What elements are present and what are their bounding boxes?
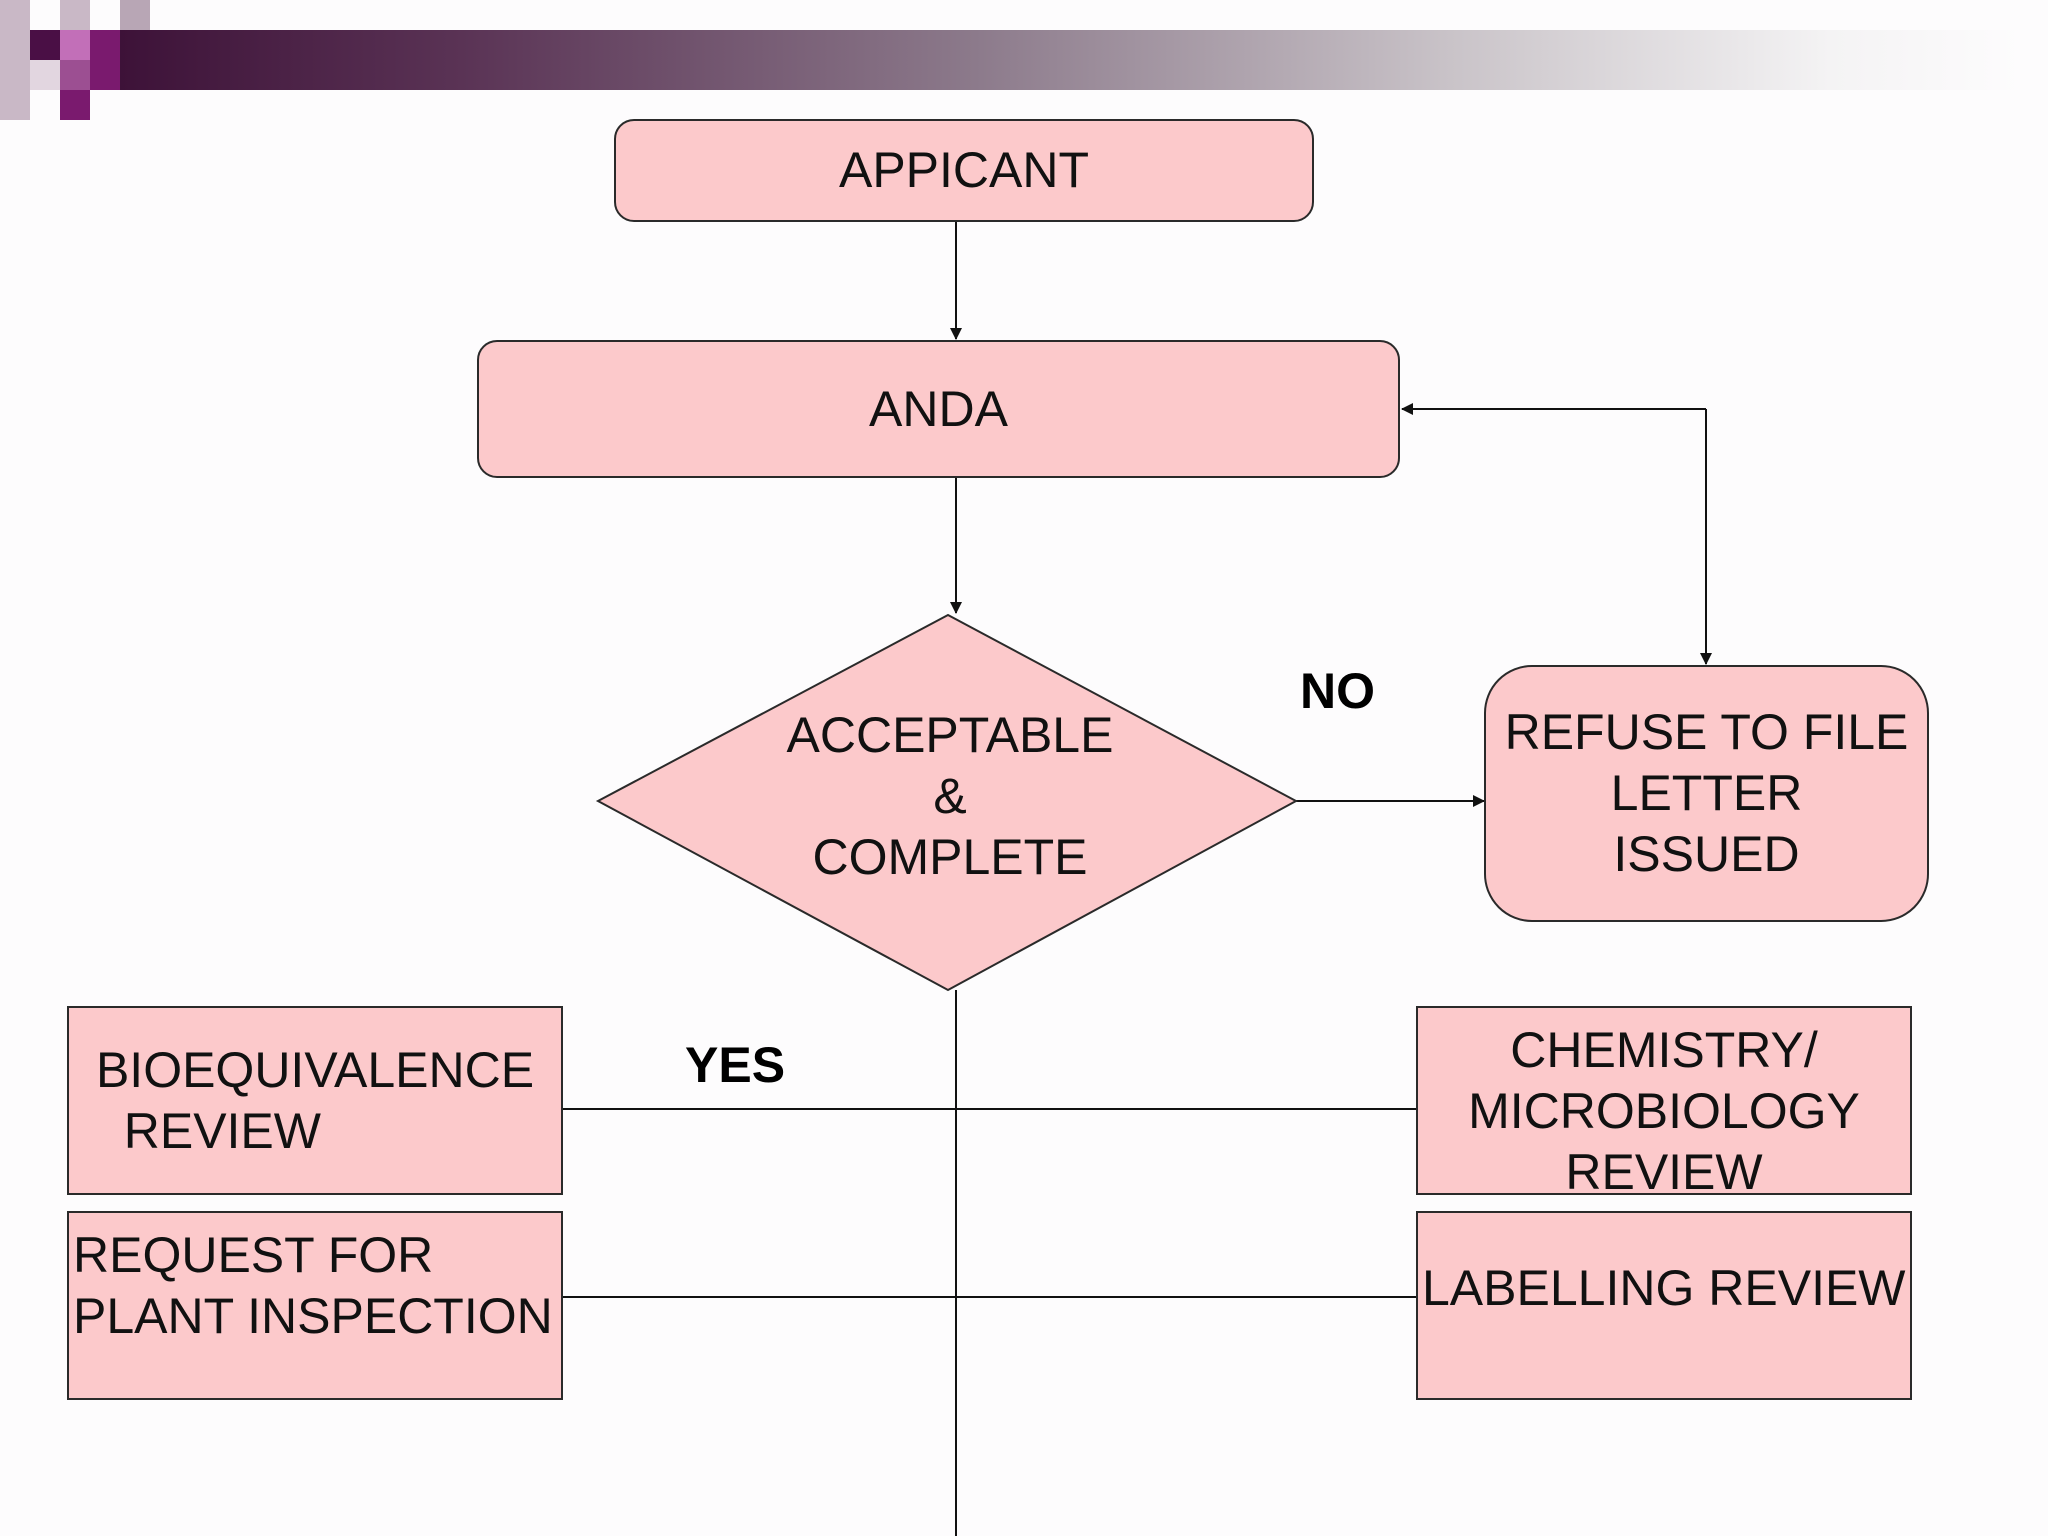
header-gradient-bar <box>120 30 2020 90</box>
plant-inspection-label: REQUEST FOR PLANT INSPECTION <box>73 1227 553 1344</box>
yes-edge-label: YES <box>685 1037 786 1093</box>
applicant-label: APPICANT <box>838 142 1090 198</box>
chemistry-node: CHEMISTRY/ MICROBIOLOGY REVIEW <box>1416 1006 1912 1200</box>
plant-inspection-node: REQUEST FOR PLANT INSPECTION <box>67 1211 563 1400</box>
decision-label: ACCEPTABLE & COMPLETE <box>786 707 1114 885</box>
decision-diamond <box>595 613 1299 992</box>
refuse-node: REFUSE TO FILE LETTER ISSUED <box>1484 665 1929 922</box>
anda-node: ANDA <box>477 340 1400 478</box>
refuse-label: REFUSE TO FILE LETTER ISSUED <box>1504 704 1909 882</box>
labelling-label: LABELLING REVIEW <box>1422 1260 1906 1316</box>
chemistry-label: CHEMISTRY/ MICROBIOLOGY REVIEW <box>1468 1022 1860 1200</box>
labelling-node: LABELLING REVIEW <box>1416 1211 1912 1400</box>
bioequivalence-node: BIOEQUIVALENCE REVIEW <box>67 1006 563 1195</box>
bioequivalence-label: BIOEQUIVALENCE REVIEW <box>95 1041 535 1159</box>
applicant-node: APPICANT <box>614 119 1314 222</box>
anda-label: ANDA <box>869 380 1008 437</box>
no-edge-label: NO <box>1300 663 1375 719</box>
